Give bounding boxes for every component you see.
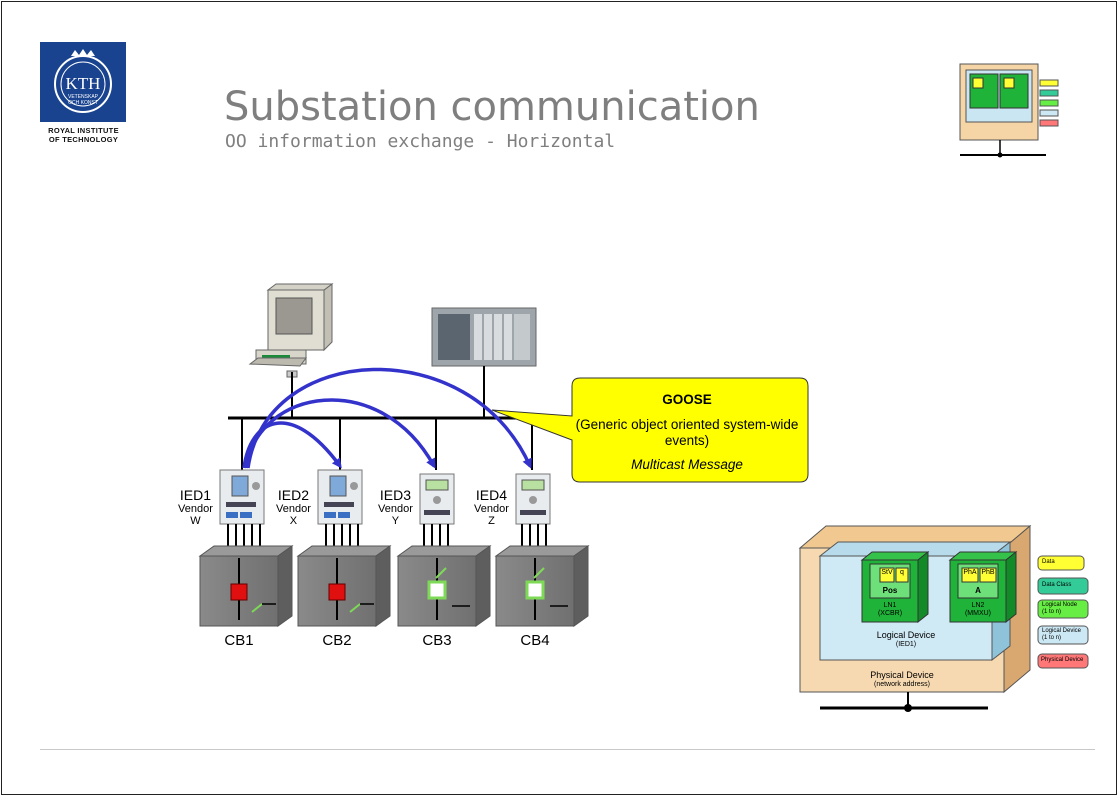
ln1-class-label: Pos — [882, 586, 898, 595]
legend-data-label: Data — [1042, 559, 1055, 565]
ln2-data-1 — [961, 567, 979, 583]
ln2-data-2 — [979, 567, 997, 583]
workstation-icon — [248, 283, 334, 378]
svg-text:OCH KONST: OCH KONST — [68, 100, 98, 106]
legend-logical-node-text: Logical Node (1 to n) — [1042, 602, 1077, 616]
legend-logical-device — [1037, 625, 1089, 645]
cb1-label: CB1 — [224, 632, 254, 649]
logo-sub-line1: ROYAL INSTITUTE — [48, 126, 119, 135]
legend-data-class-label: Data Class — [1042, 582, 1072, 588]
cb3-label: CB3 — [422, 632, 452, 649]
ln1-data-2-label: q — [900, 569, 904, 576]
physical-device-caption: Physical Device (network address) — [800, 670, 1004, 690]
logo-subtitle: ROYAL INSTITUTE OF TECHNOLOGY — [26, 126, 141, 144]
ied3-label: IED3 Vendor Y — [378, 487, 413, 528]
ied4-vendor: Z — [488, 515, 495, 527]
page-title: Substation communication — [224, 84, 760, 130]
cb3-box — [396, 545, 492, 627]
ln1-data-1 — [879, 567, 895, 583]
ln1-data-2 — [895, 567, 909, 583]
server-rack-icon — [431, 307, 537, 367]
ied1-label: IED1 Vendor W — [178, 487, 213, 528]
model-thumbnail — [959, 63, 1059, 158]
ied3-vendor-label: Vendor — [378, 503, 413, 515]
ln1-sub: (XCBR) — [877, 610, 903, 617]
cb3-state-indicator — [427, 580, 447, 600]
goose-arrow-ied4 — [246, 367, 532, 469]
cb4-box — [494, 545, 590, 627]
physical-device-sub: (network address) — [873, 681, 931, 688]
logical-device-sub: (IED1) — [895, 641, 917, 648]
legend-logical-device-label: Logical Device — [1042, 628, 1082, 634]
footer-divider — [40, 749, 1095, 750]
ied2-name: IED2 — [277, 487, 309, 503]
ied2-vendor: X — [289, 515, 298, 527]
goose-arrow-ied2 — [242, 421, 342, 469]
ln2-name: LN2 — [971, 602, 985, 609]
ied2-label: IED2 Vendor X — [276, 487, 311, 528]
ied3-vendor: Y — [391, 515, 400, 527]
ied3-device-icon — [419, 473, 455, 525]
ln2-sub: (MMXU) — [964, 610, 992, 617]
svg-text:VETENSKAP: VETENSKAP — [68, 94, 99, 100]
ln1-label: LN1 (XCBR) — [862, 602, 918, 618]
logo-sub-line2: OF TECHNOLOGY — [48, 135, 119, 144]
legend-data — [1037, 555, 1085, 571]
goose-callout — [491, 377, 809, 483]
ied2-device-icon — [317, 469, 363, 525]
cb1-state-indicator — [230, 583, 248, 601]
kth-logo: KTH VETENSKAP OCH KONST — [40, 42, 126, 122]
legend-logical-device-text: Logical Device (1 to n) — [1042, 628, 1081, 642]
goose-title: GOOSE — [662, 392, 712, 407]
legend-logical-node-sub: (1 to n) — [1042, 609, 1062, 615]
logo-text: KTH — [66, 74, 101, 93]
cb1-box — [198, 545, 294, 627]
cb2-state-indicator — [328, 583, 346, 601]
page-subtitle: OO information exchange - Horizontal — [225, 131, 616, 152]
ied4-vendor-label: Vendor — [474, 503, 509, 515]
ln2-class-label: A — [975, 586, 981, 595]
physical-device-label: Physical Device — [870, 670, 934, 680]
ied4-device-icon — [515, 473, 551, 525]
ln2-data-2-label: PhB — [981, 569, 995, 576]
ied1-vendor-label: Vendor — [178, 503, 213, 515]
logical-device-label: Logical Device — [876, 630, 936, 640]
ied1-device-icon — [219, 469, 265, 525]
ln1-name: LN1 — [883, 602, 897, 609]
cb2-label: CB2 — [322, 632, 352, 649]
ied4-label: IED4 Vendor Z — [474, 487, 509, 528]
cb4-state-indicator — [525, 580, 545, 600]
ied1-name: IED1 — [179, 487, 211, 503]
ln1-data-1-label: StV — [881, 569, 893, 576]
legend-physical-device — [1037, 653, 1089, 669]
legend-logical-node — [1037, 599, 1089, 619]
legend-logical-node-label: Logical Node — [1042, 602, 1078, 608]
legend-physical-device-label: Physical Device — [1041, 657, 1084, 663]
device-model-diagram — [798, 524, 1089, 712]
logical-device-caption: Logical Device (IED1) — [820, 630, 992, 650]
kth-crest-icon: KTH VETENSKAP OCH KONST — [54, 49, 112, 113]
goose-description: (Generic object oriented system-wide eve… — [575, 417, 799, 448]
ied2-vendor-label: Vendor — [276, 503, 311, 515]
ln2-label: LN2 (MMXU) — [950, 602, 1006, 618]
goose-message: Multicast Message — [631, 457, 743, 472]
legend-logical-device-sub: (1 to n) — [1042, 635, 1062, 641]
cb4-label: CB4 — [520, 632, 550, 649]
goose-callout-text: GOOSE (Generic object oriented system-wi… — [566, 380, 808, 480]
ied1-vendor: W — [190, 515, 201, 527]
legend-data-class — [1037, 577, 1089, 595]
ln2-data-1-label: PhA — [963, 569, 977, 576]
cb2-box — [296, 545, 392, 627]
ied4-name: IED4 — [475, 487, 507, 503]
ied3-name: IED3 — [379, 487, 411, 503]
